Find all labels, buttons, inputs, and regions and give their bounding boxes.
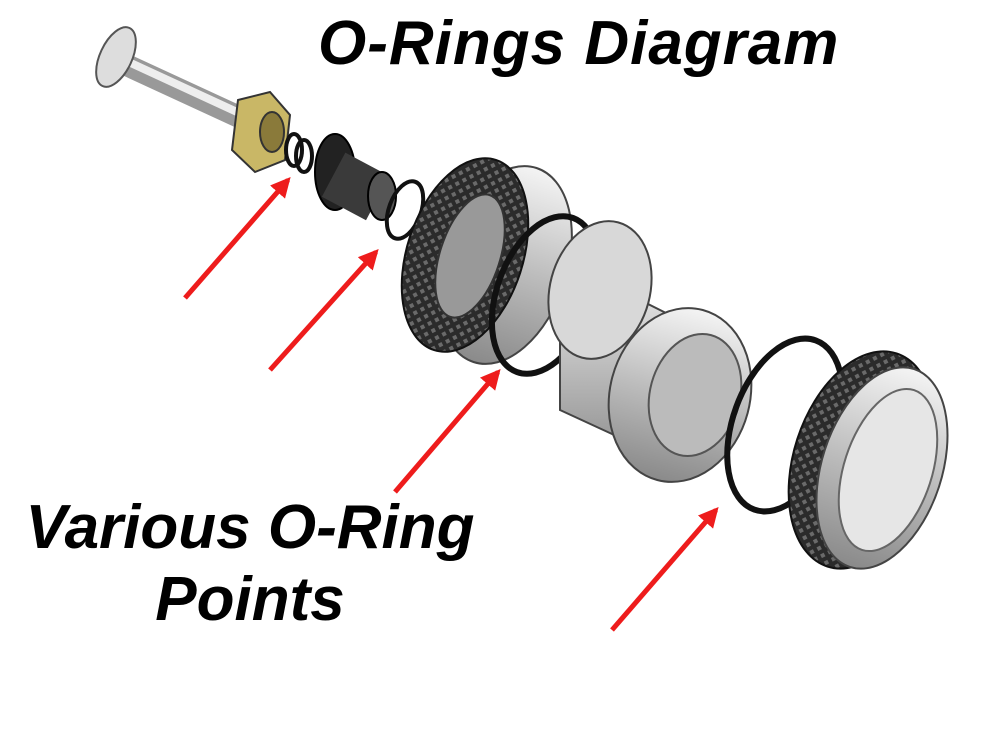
o-ring-points-label: Various O-Ring Points xyxy=(25,493,475,634)
valve-insert xyxy=(314,133,397,221)
knurled-cap-left xyxy=(400,157,573,365)
diagram-title: O-Rings Diagram xyxy=(318,9,840,78)
body xyxy=(547,220,753,483)
stem xyxy=(95,26,261,133)
knurled-cap-right xyxy=(787,350,949,570)
arrow-3 xyxy=(393,368,501,494)
arrow-1 xyxy=(183,176,291,300)
arrow-2 xyxy=(268,249,379,372)
arrow-4 xyxy=(610,506,719,632)
small-o-rings xyxy=(284,132,314,174)
hex-nut xyxy=(230,90,292,174)
